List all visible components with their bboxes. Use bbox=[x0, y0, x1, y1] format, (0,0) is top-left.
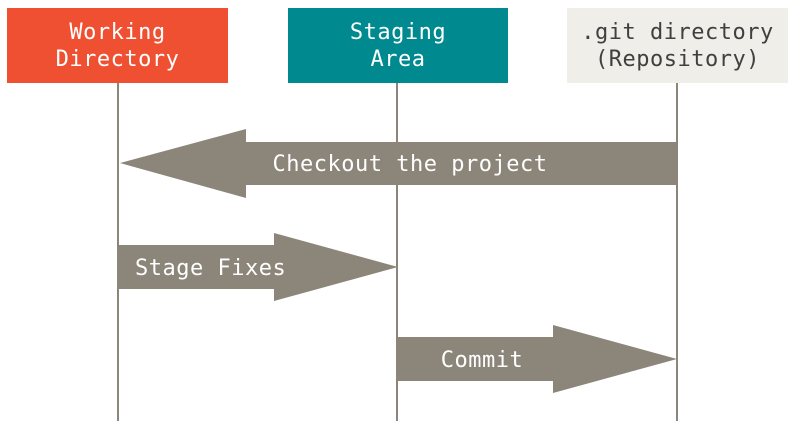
commit-arrow-shape bbox=[398, 325, 677, 393]
repository-lifeline bbox=[676, 83, 678, 421]
stage-fixes-arrow: Stage Fixes bbox=[119, 233, 398, 301]
stage-fixes-arrow-shape bbox=[119, 233, 398, 301]
commit-arrow: Commit bbox=[398, 325, 677, 393]
staging-area-label-line1: Staging bbox=[349, 19, 447, 45]
working-directory-lifeline bbox=[117, 83, 119, 421]
checkout-arrow-shape bbox=[120, 129, 678, 198]
repository-label-line2: (Repository) bbox=[595, 46, 760, 72]
checkout-arrow-label: Checkout the project bbox=[273, 152, 548, 177]
stage-fixes-arrow-label: Stage Fixes bbox=[135, 256, 286, 281]
working-directory-box: Working Directory bbox=[7, 8, 228, 83]
repository-box: .git directory (Repository) bbox=[567, 8, 788, 83]
repository-label-line1: .git directory bbox=[581, 19, 774, 45]
checkout-arrow: Checkout the project bbox=[120, 129, 678, 198]
working-directory-label-line1: Working bbox=[69, 19, 166, 45]
commit-arrow-label: Commit bbox=[441, 348, 523, 373]
staging-area-lifeline bbox=[396, 83, 398, 421]
staging-area-label-line2: Area bbox=[370, 46, 426, 72]
staging-area-box: Staging Area bbox=[288, 8, 508, 83]
working-directory-label-line2: Directory bbox=[55, 46, 180, 72]
